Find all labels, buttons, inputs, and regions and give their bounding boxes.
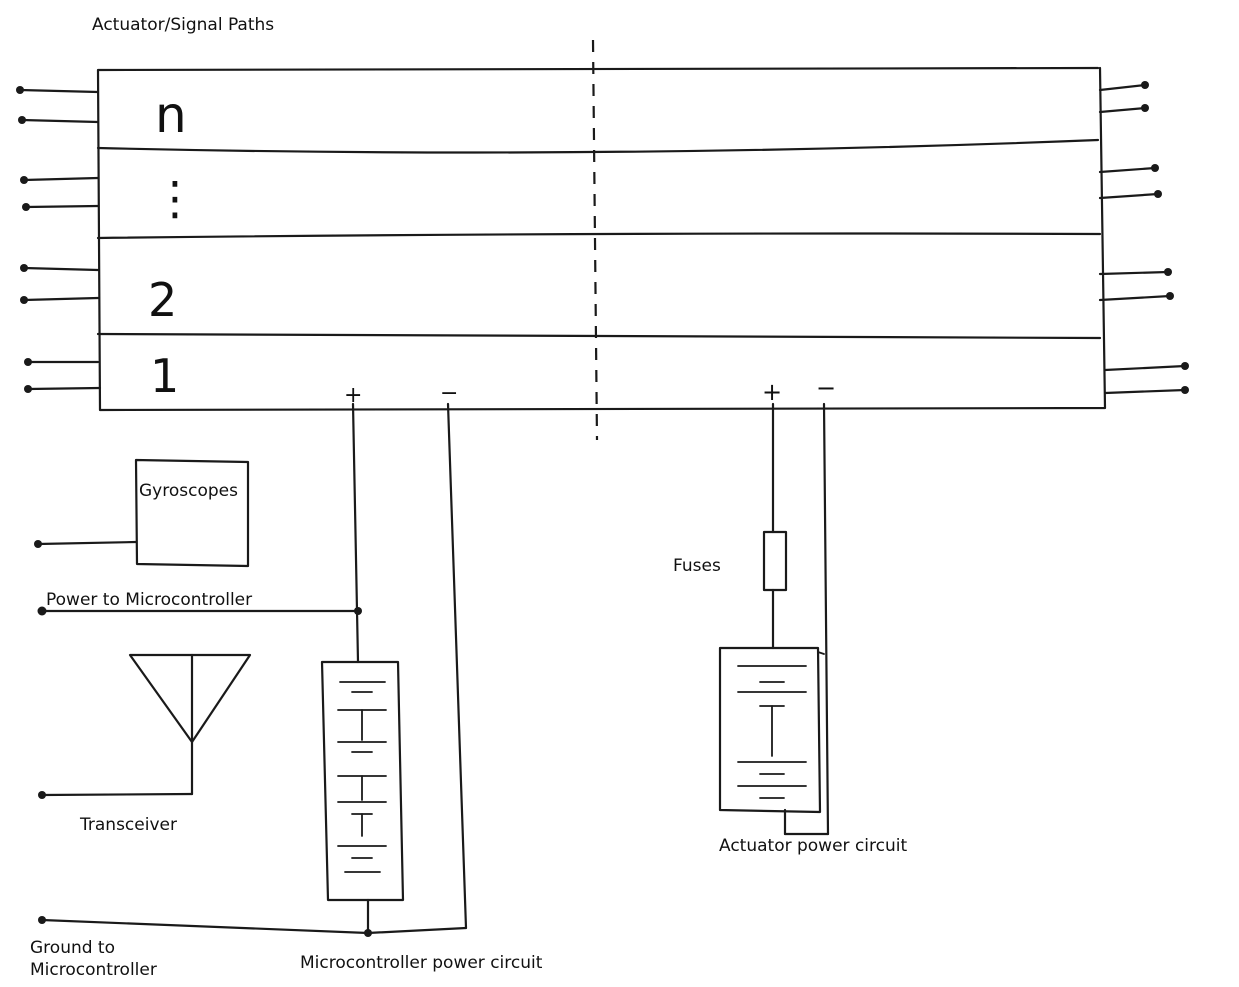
signal-path-block: n ⋮ 2 1 [96,39,1107,441]
gyroscopes-label: Gyroscopes [139,481,238,501]
mc-battery-cells [337,681,387,873]
ground-label-line2: Microcontroller [30,960,157,980]
mc-power-circuit: Ground to Microcontroller Microcontrolle… [30,402,543,980]
row-divider-n [96,138,1100,154]
right-signal-leads [1098,81,1189,395]
actuator-power-circuit: Fuses Actuator power circuit [673,402,907,856]
path-block-outline [96,66,1107,412]
row-divider-dots [96,232,1102,240]
mc-minus-terminal: − [440,381,458,406]
actuator-power-circuit-label: Actuator power circuit [719,836,907,856]
act-plus-terminal: + [762,378,782,406]
row-divider-2 [96,332,1102,340]
antenna-icon [128,653,252,744]
path-row-dots-label: ⋮ [152,171,198,225]
gyroscopes-component: Gyroscopes [34,458,250,568]
left-signal-leads [16,86,102,393]
fuse-icon [762,530,788,592]
ground-label-line1: Ground to [30,938,115,958]
path-row-1-label: 1 [150,349,179,403]
actuator-battery-pack [718,646,822,814]
actuator-battery-cells [737,665,807,799]
power-to-mc-line: Power to Microcontroller [37,590,362,616]
transceiver-label: Transceiver [79,815,177,835]
mc-plus-terminal: + [344,383,362,408]
fuses-label: Fuses [673,556,721,576]
transceiver-component: Transceiver [38,653,252,835]
act-minus-terminal: − [816,374,836,402]
power-to-mc-label: Power to Microcontroller [46,590,252,610]
mc-power-circuit-label: Microcontroller power circuit [300,953,543,973]
mc-battery-pack [320,660,405,902]
diagram-title: Actuator/Signal Paths [92,15,274,35]
path-row-2-label: 2 [148,273,177,327]
block-center-divider [591,39,599,441]
path-row-n-label: n [155,86,187,144]
